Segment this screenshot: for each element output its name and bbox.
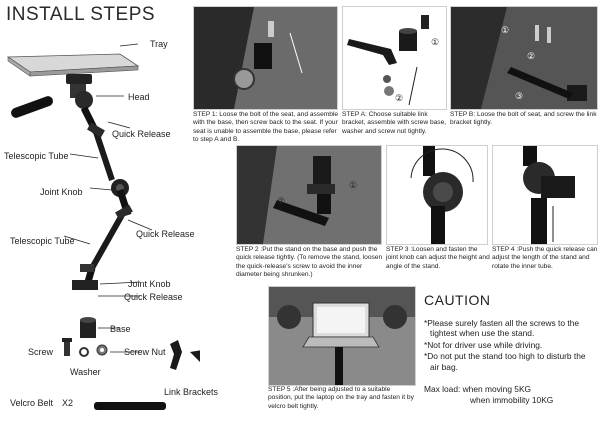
- caution-item: *Please surely fasten all the screws to …: [424, 318, 580, 339]
- stepB-marker-3: ③: [515, 91, 524, 101]
- label-screw-nut: Screw Nut: [124, 347, 166, 357]
- max-load: Max load: when moving 5KG when immobilit…: [424, 384, 553, 406]
- label-tray: Tray: [150, 39, 168, 49]
- step4-caption: STEP 4 :Push the quick release can adjus…: [492, 246, 598, 270]
- step2-marker-1: ①: [349, 180, 358, 190]
- step4-photo: [492, 145, 598, 245]
- caution-title: CAUTION: [424, 292, 491, 308]
- upper-arm-illustration: [80, 106, 129, 197]
- stepB-photo: ① ② ③: [450, 6, 598, 110]
- label-velcro-belt: Velcro Belt: [10, 398, 54, 408]
- step5-photo: [268, 286, 416, 386]
- stepB-marker-2: ②: [527, 51, 536, 61]
- stepA-caption: STEP A: Choose suitable link bracket, as…: [342, 111, 447, 135]
- velcro-belt-illustration: [94, 402, 166, 410]
- head-illustration: [11, 74, 93, 118]
- label-base: Base: [110, 324, 131, 334]
- label-washer: Washer: [70, 367, 101, 377]
- parts-diagram: [6, 43, 200, 410]
- label-quick-release-2: Quick Release: [136, 229, 195, 239]
- step2-marker-2: ②: [277, 196, 286, 206]
- label-screw: Screw: [28, 347, 54, 357]
- stepB-marker-1: ①: [501, 25, 510, 35]
- step3-caption: STEP 3 :Loosen and fasten the joint knob…: [386, 246, 490, 270]
- caution-item: *Not for driver use while driving.: [424, 339, 543, 350]
- lower-arm-illustration: [72, 188, 133, 290]
- step5-caption: STEP 5 :After being adjusted to a suitab…: [268, 386, 414, 410]
- tray-illustration: [6, 53, 140, 77]
- stepA-marker-2: ②: [395, 93, 404, 103]
- label-quick-release-3: Quick Release: [124, 292, 183, 302]
- page-title: INSTALL STEPS: [6, 4, 156, 25]
- label-quick-release-1: Quick Release: [112, 129, 171, 139]
- label-head: Head: [128, 92, 150, 102]
- label-telescopic-tube-2: Telescopic Tube: [10, 236, 75, 246]
- max-load-immobility: when immobility 10KG: [470, 395, 554, 405]
- step2-caption: STEP 2 :Put the stand on the base and pu…: [236, 246, 383, 278]
- caution-item: *Do not put the stand too high to distur…: [424, 351, 586, 372]
- label-velcro-qty: X2: [62, 398, 74, 408]
- label-link-brackets: Link Brackets: [164, 387, 219, 397]
- step1-caption: STEP 1: Loose the bolt of the seat, and …: [193, 111, 339, 143]
- link-brackets-illustration: [170, 340, 200, 370]
- stepA-photo: ① ②: [342, 6, 447, 110]
- label-joint-knob-1: Joint Knob: [40, 187, 83, 197]
- max-load-moving: Max load: when moving 5KG: [424, 384, 532, 394]
- label-telescopic-tube-1: Telescopic Tube: [4, 151, 69, 161]
- stepB-caption: STEP B: Loose the bolt of seat, and scre…: [450, 111, 597, 127]
- hardware-illustration: [62, 317, 108, 357]
- step3-photo: [386, 145, 488, 245]
- caution-list: *Please surely fasten all the screws to …: [424, 318, 596, 373]
- label-joint-knob-2: Joint Knob: [128, 279, 171, 289]
- stepA-marker-1: ①: [431, 37, 440, 47]
- step2-photo: ① ②: [236, 145, 382, 245]
- step1-photo: [193, 6, 338, 110]
